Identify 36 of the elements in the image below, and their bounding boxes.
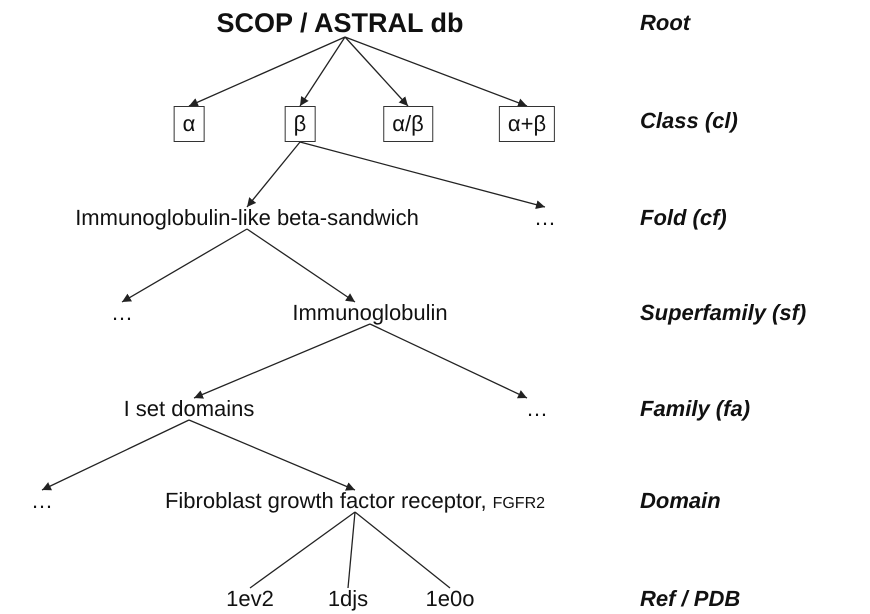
arrow [300,141,546,210]
class-box: β [284,106,316,142]
root-label: SCOP / ASTRAL db [216,8,464,39]
arrow [344,36,528,108]
level-label: Superfamily (sf) [640,300,806,326]
class-box: α+β [498,106,556,142]
tree-label: … [31,488,53,514]
tree-label: Fibroblast growth factor receptor, [164,488,487,514]
class-box: α [174,106,204,142]
tree-label: … [526,396,548,422]
level-label: Family (fa) [640,396,750,422]
tree-label: Immunoglobulin-like beta-sandwich [75,205,419,231]
level-label: Root [640,10,690,36]
gene-label: FGFR2 [492,495,546,513]
level-label: Domain [640,488,721,514]
class-box: α/β [383,106,433,142]
level-label: Fold (cf) [640,205,727,231]
level-label: Class (cl) [640,108,738,134]
arrow [188,419,356,491]
tree-label: I set domains [124,396,254,422]
level-label: Ref / PDB [640,586,740,612]
tree-label: … [534,205,556,231]
tree-label: 1e0o [426,586,474,612]
tree-label: Immunoglobulin [292,300,448,326]
arrow [246,142,300,208]
tree-label: … [111,300,133,326]
arrow [246,228,356,303]
arrow [299,36,346,106]
arrow [42,419,190,491]
tree-label: 1ev2 [226,586,274,612]
arrow [344,36,408,106]
arrow [122,228,248,303]
tree-label: 1djs [328,586,368,612]
arrow [194,323,370,399]
arrow [188,36,346,107]
arrow [370,323,528,399]
